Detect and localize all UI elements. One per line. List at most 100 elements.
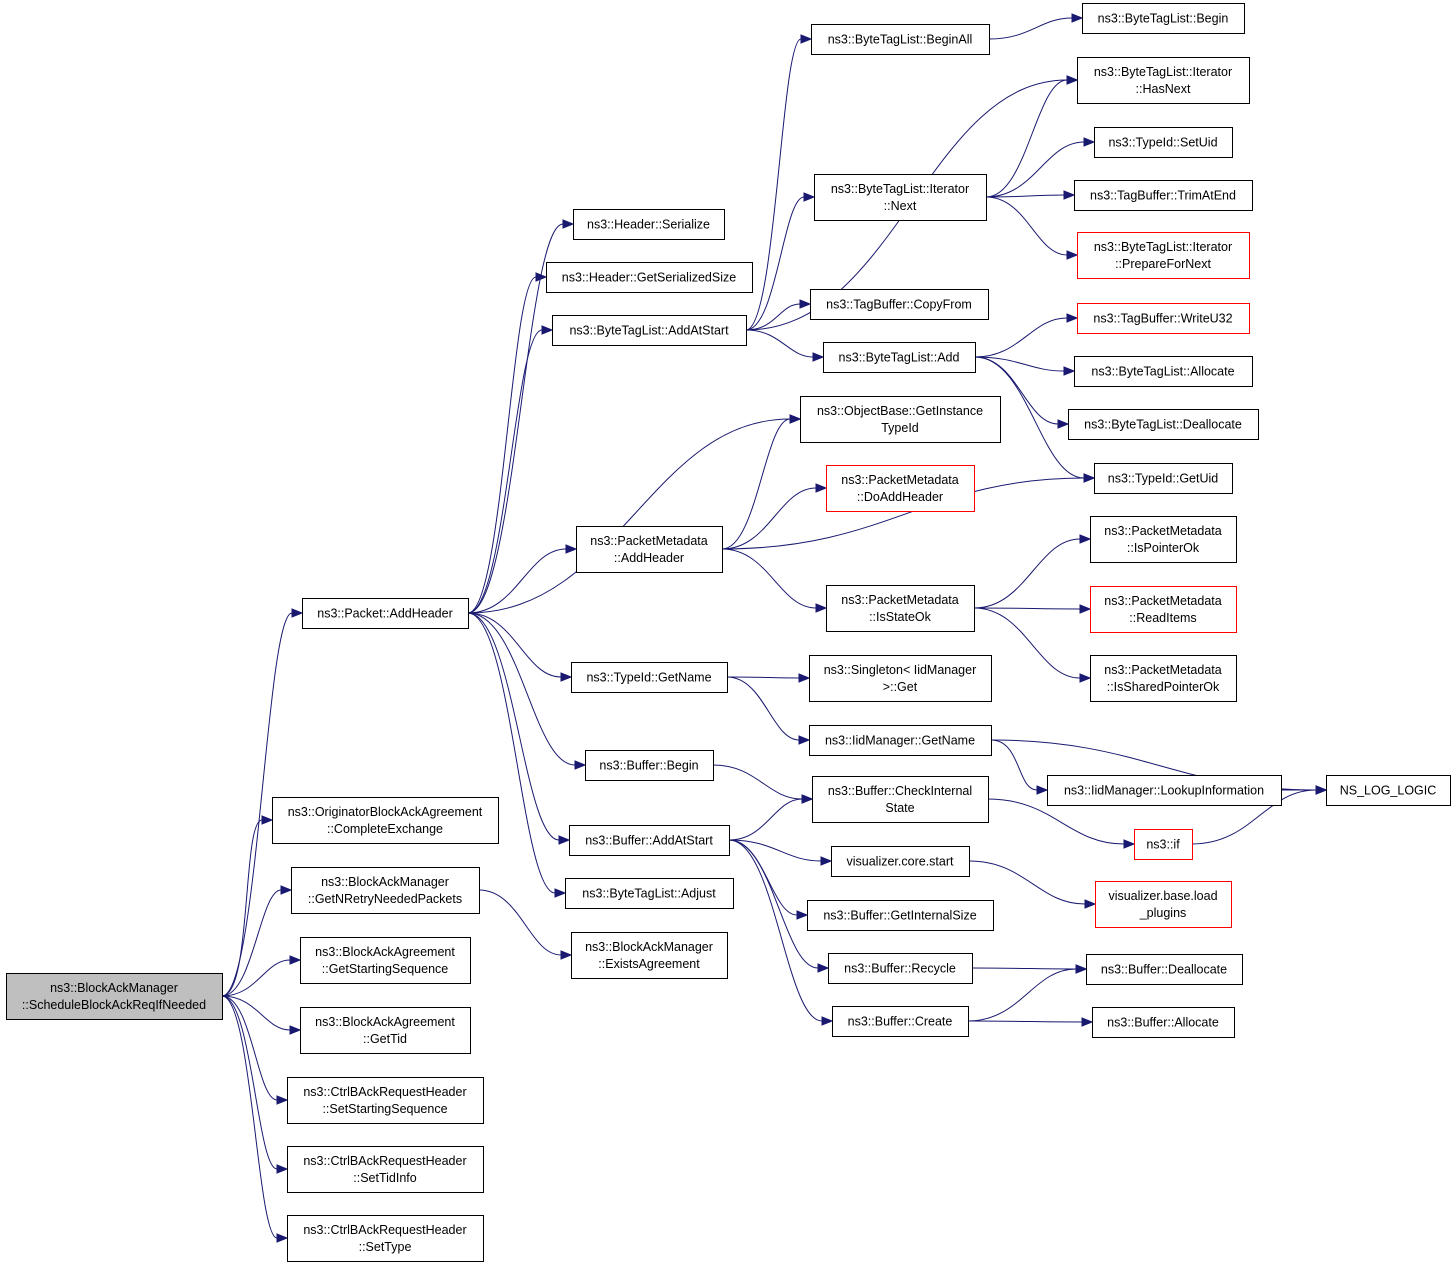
edge-line xyxy=(973,538,1081,609)
arrowhead xyxy=(1084,899,1097,909)
node-iid_lookup[interactable]: ns3::IidManager::LookupInformation xyxy=(1047,775,1282,806)
node-buf_recycle[interactable]: ns3::Buffer::Recycle xyxy=(828,953,973,984)
node-tb_copyfrom[interactable]: ns3::TagBuffer::CopyFrom xyxy=(810,289,989,320)
node-tb_trimatend[interactable]: ns3::TagBuffer::TrimAtEnd xyxy=(1074,180,1253,211)
node-box xyxy=(809,725,992,756)
node-bam_getnretry[interactable]: ns3::BlockAckManager::GetNRetryNeededPac… xyxy=(291,867,480,914)
arrowhead xyxy=(799,299,812,309)
arrowhead xyxy=(798,735,811,745)
edge-line xyxy=(721,477,1085,550)
node-baa_gettid[interactable]: ns3::BlockAckAgreement::GetTid xyxy=(300,1007,471,1054)
node-box xyxy=(814,174,987,221)
node-label-line: ns3::Buffer::CheckInternal xyxy=(828,784,972,798)
node-pm_addheader[interactable]: ns3::PacketMetadata::AddHeader xyxy=(576,526,723,573)
node-root[interactable]: ns3::BlockAckManager::ScheduleBlockAckRe… xyxy=(6,973,223,1020)
arrowhead xyxy=(276,1095,289,1105)
arrowhead xyxy=(1083,137,1096,147)
node-buf_addatstart[interactable]: ns3::Buffer::AddAtStart xyxy=(569,825,730,856)
node-label-line: ns3::TypeId::GetName xyxy=(586,671,711,685)
node-btl_adjust[interactable]: ns3::ByteTagList::Adjust xyxy=(565,878,734,909)
arrowhead xyxy=(558,835,571,845)
node-btli_hasnext[interactable]: ns3::ByteTagList::Iterator::HasNext xyxy=(1077,57,1250,104)
edge-line xyxy=(985,141,1085,198)
arrowhead xyxy=(574,760,587,770)
node-cbar_settype[interactable]: ns3::CtrlBAckRequestHeader::SetType xyxy=(287,1215,484,1262)
node-pkt_addheader[interactable]: ns3::Packet::AddHeader xyxy=(302,598,469,629)
node-cbar_settidinfo[interactable]: ns3::CtrlBAckRequestHeader::SetTidInfo xyxy=(287,1146,484,1193)
node-btli_next[interactable]: ns3::ByteTagList::Iterator::Next xyxy=(814,174,987,221)
edge-pkt_addheader-to-buf_addatstart xyxy=(467,612,571,845)
node-box xyxy=(287,1146,484,1193)
edge-line xyxy=(221,995,278,1170)
edge-buf_begin-to-buf_checkinternal xyxy=(712,764,814,804)
node-label-line: ns3::ObjectBase::GetInstance xyxy=(817,404,983,418)
node-label-line: ::IsSharedPointerOk xyxy=(1107,680,1220,694)
node-ns3_if[interactable]: ns3::if xyxy=(1134,829,1193,860)
node-viz_core_start[interactable]: visualizer.core.start xyxy=(831,846,970,877)
node-label-line: ns3::CtrlBAckRequestHeader xyxy=(303,1085,466,1099)
node-btl_deallocate[interactable]: ns3::ByteTagList::Deallocate xyxy=(1068,409,1259,440)
node-label-line: ns3::TagBuffer::CopyFrom xyxy=(826,298,972,312)
node-box xyxy=(272,797,499,844)
node-tid_setuid[interactable]: ns3::TypeId::SetUid xyxy=(1094,127,1233,158)
node-pm_readitems[interactable]: ns3::PacketMetadata::ReadItems xyxy=(1090,586,1237,633)
node-ns_log_logic[interactable]: NS_LOG_LOGIC xyxy=(1326,775,1451,806)
node-buf_create[interactable]: ns3::Buffer::Create xyxy=(832,1006,969,1037)
node-hdr_getsersize[interactable]: ns3::Header::GetSerializedSize xyxy=(546,262,753,293)
node-label-line: ns3::Header::GetSerializedSize xyxy=(562,271,736,285)
node-tb_writeu32[interactable]: ns3::TagBuffer::WriteU32 xyxy=(1077,303,1250,334)
node-buf_getinternalsize[interactable]: ns3::Buffer::GetInternalSize xyxy=(807,900,994,931)
edge-btl_add-to-tb_writeu32 xyxy=(974,313,1079,358)
node-box xyxy=(1047,775,1282,806)
node-singleton_get[interactable]: ns3::Singleton< IidManager>::Get xyxy=(809,655,992,702)
node-box xyxy=(1090,586,1237,633)
node-box xyxy=(1094,127,1233,158)
node-btl_addatstart[interactable]: ns3::ByteTagList::AddAtStart xyxy=(552,315,747,346)
node-box xyxy=(1134,829,1193,860)
node-buf_begin[interactable]: ns3::Buffer::Begin xyxy=(585,750,714,781)
node-pm_ispointerok[interactable]: ns3::PacketMetadata::IsPointerOk xyxy=(1090,516,1237,563)
node-label-line: TypeId xyxy=(881,421,919,435)
edge-root-to-cbar_settype xyxy=(221,995,289,1243)
edge-btl_addatstart-to-tb_copyfrom xyxy=(745,299,812,331)
node-buf_deallocate[interactable]: ns3::Buffer::Deallocate xyxy=(1086,954,1243,985)
node-viz_base_load[interactable]: visualizer.base.load_plugins xyxy=(1095,881,1232,928)
node-tid_getuid[interactable]: ns3::TypeId::GetUid xyxy=(1094,463,1233,494)
node-btl_begin[interactable]: ns3::ByteTagList::Begin xyxy=(1082,3,1245,34)
node-label-line: ns3::ByteTagList::Begin xyxy=(1098,12,1229,26)
node-pm_isstateok[interactable]: ns3::PacketMetadata::IsStateOk xyxy=(826,585,975,632)
edge-line xyxy=(971,967,1077,970)
arrowhead xyxy=(801,794,814,804)
node-baa_getstartseq[interactable]: ns3::BlockAckAgreement::GetStartingSeque… xyxy=(300,937,471,984)
node-btli_prepare[interactable]: ns3::ByteTagList::Iterator::PrepareForNe… xyxy=(1077,232,1250,279)
arrowhead xyxy=(1063,190,1076,200)
edge-pm_addheader-to-pm_doaddheader xyxy=(721,483,828,550)
node-buf_allocate[interactable]: ns3::Buffer::Allocate xyxy=(1092,1007,1235,1038)
edge-line xyxy=(973,607,1081,610)
edge-line xyxy=(745,196,805,331)
node-btl_add[interactable]: ns3::ByteTagList::Add xyxy=(823,342,976,373)
edge-line xyxy=(467,329,543,614)
edge-line xyxy=(712,764,803,800)
arrowhead xyxy=(1066,75,1079,85)
edge-tid_getname-to-singleton_get xyxy=(726,673,811,683)
node-hdr_serialize[interactable]: ns3::Header::Serialize xyxy=(573,209,725,240)
node-label-line: ns3::PacketMetadata xyxy=(1104,524,1221,538)
node-btl_allocate[interactable]: ns3::ByteTagList::Allocate xyxy=(1074,356,1253,387)
node-iid_getname[interactable]: ns3::IidManager::GetName xyxy=(809,725,992,756)
node-bam_exists[interactable]: ns3::BlockAckManager::ExistsAgreement xyxy=(571,932,728,979)
node-box xyxy=(812,776,989,823)
node-btl_beginall[interactable]: ns3::ByteTagList::BeginAll xyxy=(811,24,990,55)
node-pm_doaddheader[interactable]: ns3::PacketMetadata::DoAddHeader xyxy=(826,465,975,512)
node-tid_getname[interactable]: ns3::TypeId::GetName xyxy=(571,662,728,693)
node-pm_issharedptrok[interactable]: ns3::PacketMetadata::IsSharedPointerOk xyxy=(1090,655,1237,702)
arrowhead xyxy=(798,673,811,683)
node-label-line: ::PrepareForNext xyxy=(1115,257,1211,271)
edge-line xyxy=(221,959,291,997)
node-label-line: ::CompleteExchange xyxy=(327,822,443,836)
node-oba_complete[interactable]: ns3::OriginatorBlockAckAgreement::Comple… xyxy=(272,797,499,844)
node-label-line: ns3::Buffer::Deallocate xyxy=(1101,963,1227,977)
node-cbar_setstartseq[interactable]: ns3::CtrlBAckRequestHeader::SetStartingS… xyxy=(287,1077,484,1124)
